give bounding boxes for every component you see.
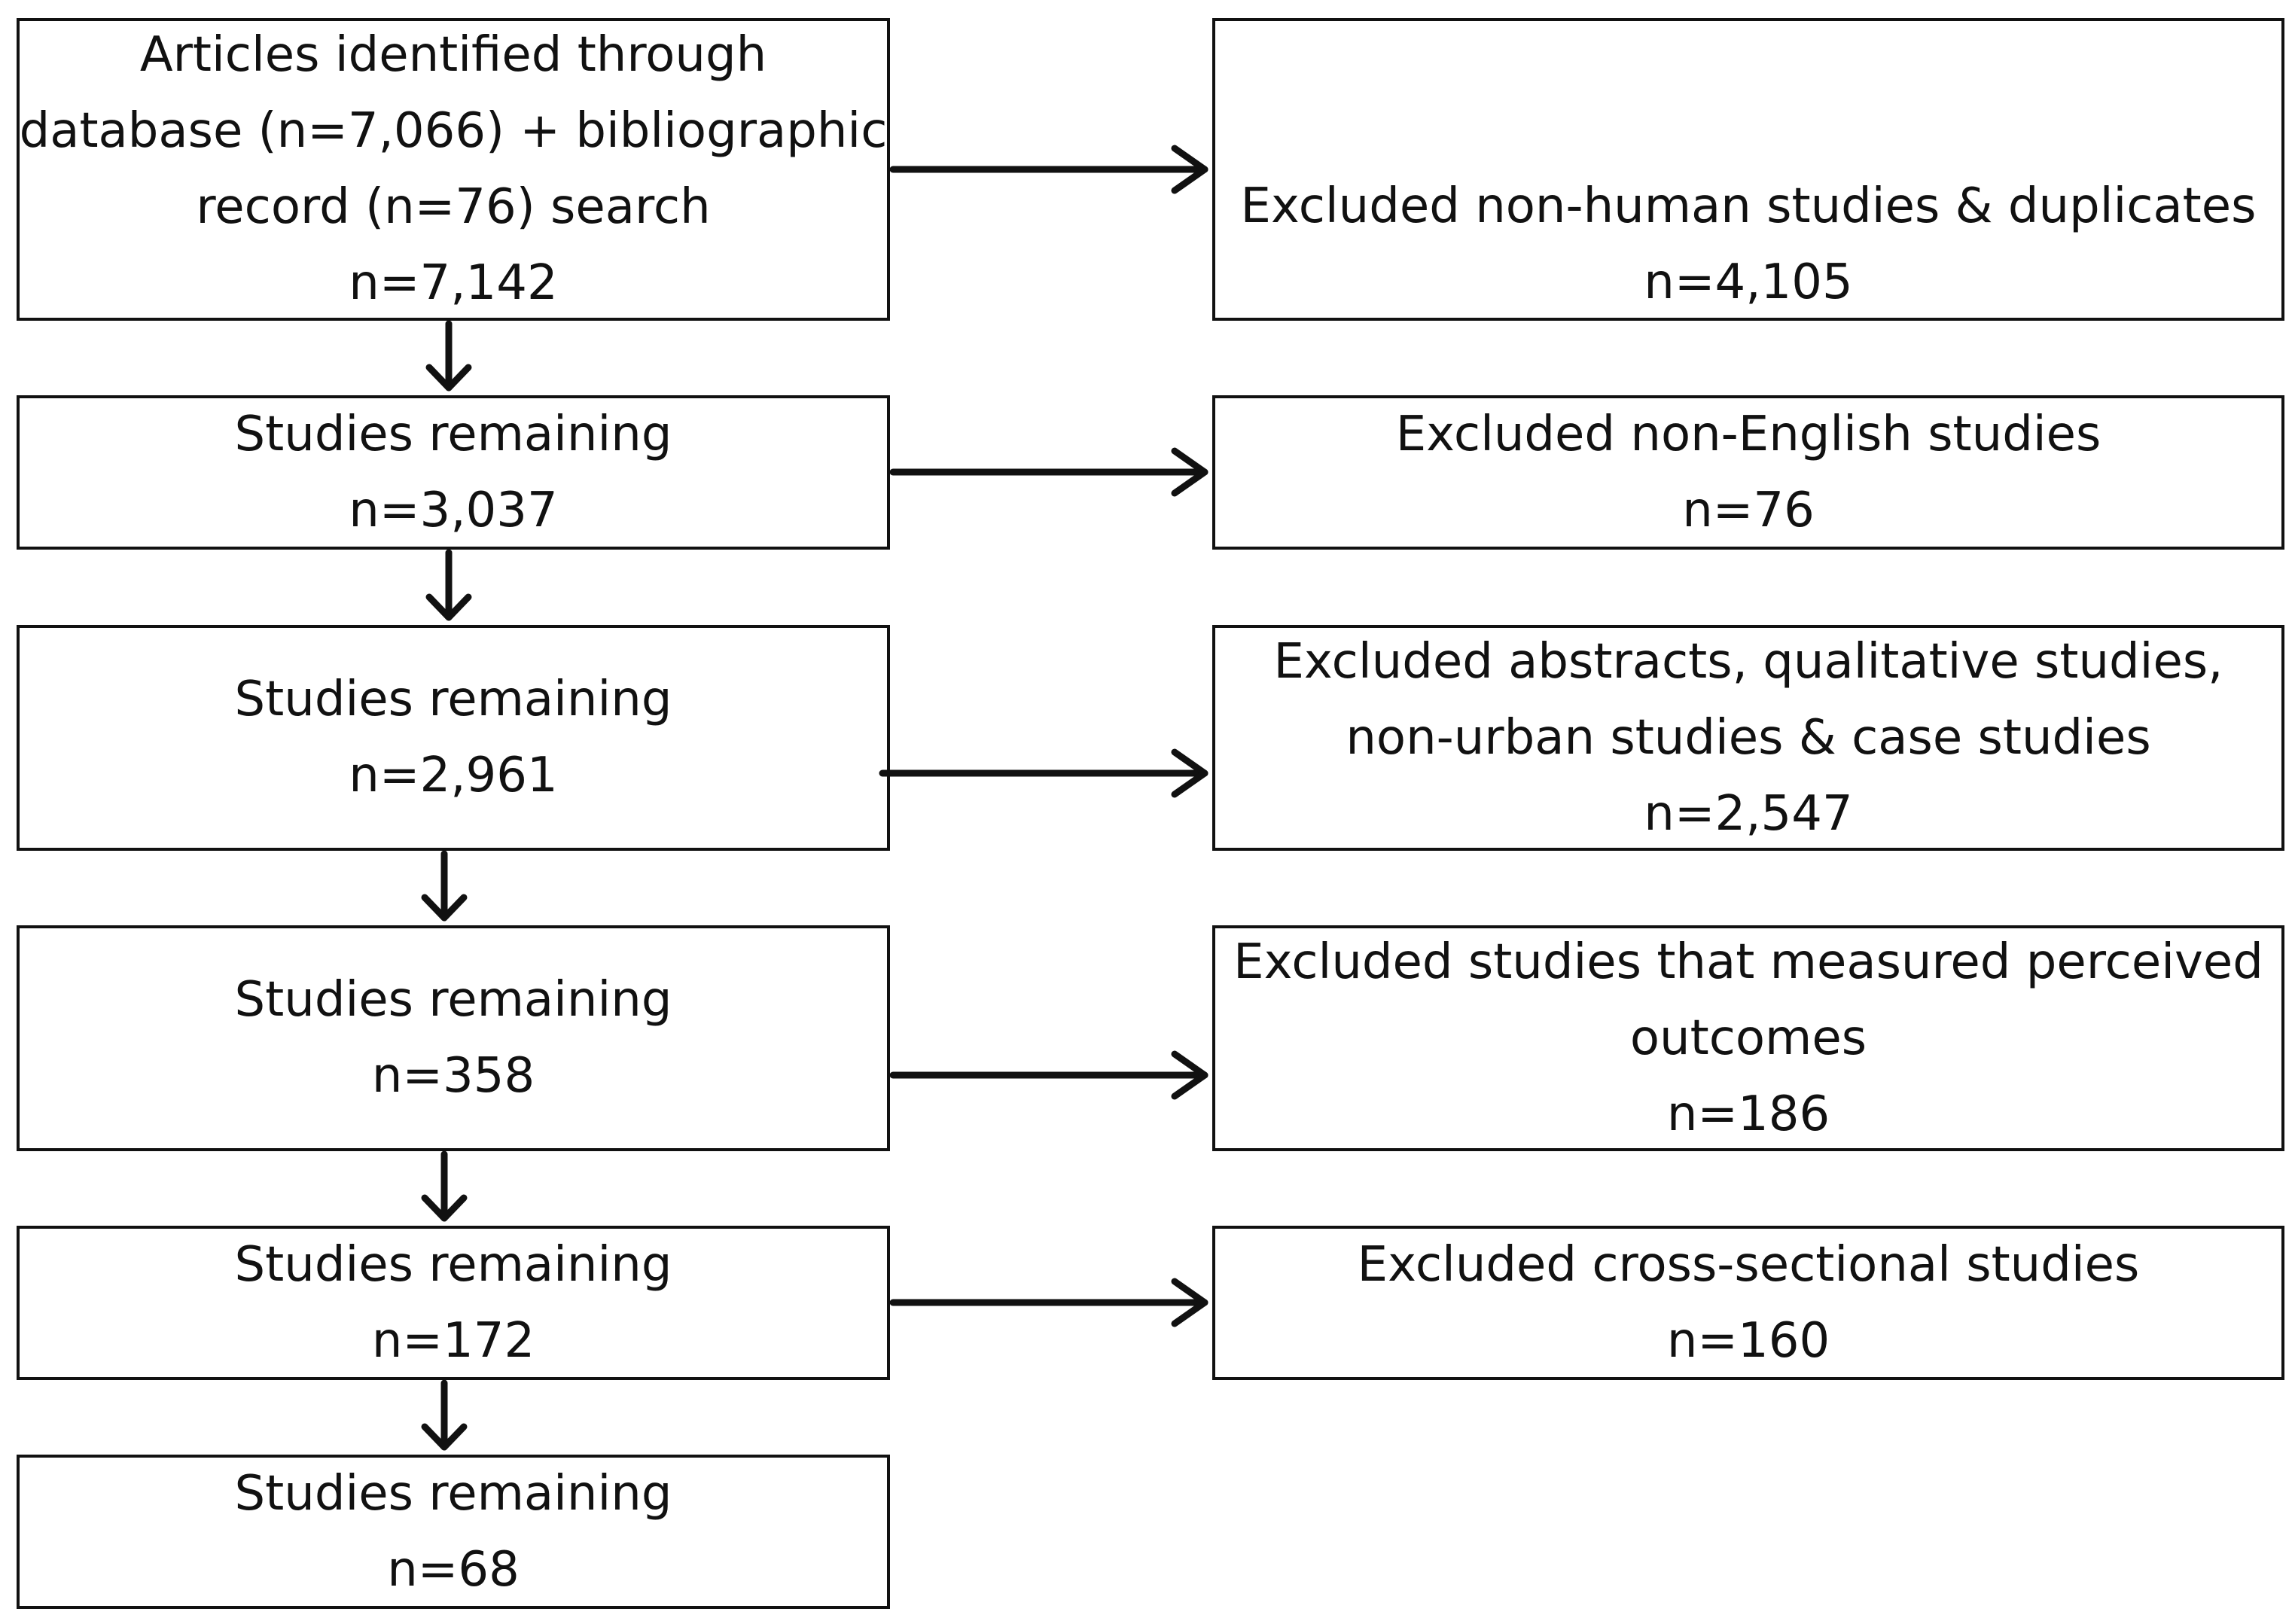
arrow-right-5: [889, 1278, 1208, 1327]
flow-box-count: n=358: [371, 1048, 535, 1104]
flow-box-identified: Articles identified through database (n=…: [17, 18, 890, 321]
excluded-box-count: n=4,105: [1644, 254, 1853, 310]
arrow-down-4: [421, 1150, 468, 1222]
arrow-right-2: [889, 447, 1208, 497]
excluded-box-count: n=2,547: [1644, 785, 1853, 842]
excluded-box-abstracts: Excluded abstracts, qualitative studies,…: [1212, 625, 2284, 851]
flow-box-count: n=2,961: [349, 748, 558, 803]
flow-box-remaining-2: Studies remaining n=2,961: [17, 625, 890, 851]
excluded-box-text: outcomes: [1629, 1010, 1867, 1066]
flow-box-text: Studies remaining: [234, 972, 672, 1028]
flow-box-text: database (n=7,066) + bibliographic: [19, 103, 888, 159]
excluded-box-non-human: Excluded non-human studies & duplicates …: [1212, 18, 2284, 321]
flow-box-text: Studies remaining: [234, 1465, 672, 1522]
flow-box-remaining-4: Studies remaining n=172: [17, 1226, 890, 1380]
arrow-right-1: [889, 145, 1208, 194]
arrow-down-2: [425, 549, 472, 621]
flow-box-text: record (n=76) search: [196, 179, 711, 235]
flow-box-text: Studies remaining: [234, 672, 672, 727]
arrow-right-3: [879, 748, 1208, 798]
flow-box-remaining-1: Studies remaining n=3,037: [17, 395, 890, 550]
excluded-box-count: n=160: [1666, 1312, 1830, 1369]
excluded-box-perceived: Excluded studies that measured perceived…: [1212, 925, 2284, 1151]
excluded-box-count: n=76: [1682, 482, 1815, 538]
flow-box-remaining-5: Studies remaining n=68: [17, 1455, 890, 1609]
excluded-box-non-english: Excluded non-English studies n=76: [1212, 395, 2284, 550]
arrow-right-4: [889, 1050, 1208, 1100]
excluded-box-text: Excluded abstracts, qualitative studies,: [1273, 633, 2223, 690]
flow-box-text: Articles identified through: [139, 27, 767, 83]
flow-box-remaining-3: Studies remaining n=358: [17, 925, 890, 1151]
flow-box-count: n=68: [387, 1541, 520, 1598]
arrow-down-5: [421, 1379, 468, 1451]
excluded-box-text: Excluded non-English studies: [1395, 406, 2101, 462]
excluded-box-cross-sectional: Excluded cross-sectional studies n=160: [1212, 1226, 2284, 1380]
excluded-box-text: Excluded cross-sectional studies: [1357, 1236, 2140, 1293]
flow-box-count: n=172: [371, 1312, 535, 1369]
excluded-box-text: Excluded non-human studies & duplicates: [1240, 178, 2257, 234]
flow-box-text: Studies remaining: [234, 406, 672, 462]
excluded-box-text: non-urban studies & case studies: [1346, 709, 2151, 766]
flow-box-count: n=7,142: [349, 255, 558, 311]
excluded-box-text: Excluded studies that measured perceived: [1233, 934, 2263, 990]
excluded-box-count: n=186: [1666, 1086, 1830, 1142]
arrow-down-3: [421, 850, 468, 922]
arrow-down-1: [425, 320, 472, 392]
flow-box-count: n=3,037: [349, 482, 558, 538]
flow-box-text: Studies remaining: [234, 1236, 672, 1293]
